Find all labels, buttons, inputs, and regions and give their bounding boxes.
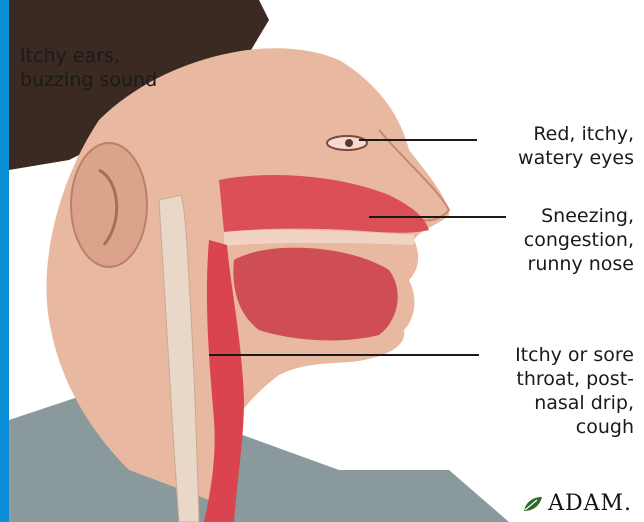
nose-annotation: Sneezing, congestion, runny nose [524, 204, 634, 276]
ears-annotation: Itchy ears, buzzing sound [20, 44, 157, 92]
ear [71, 143, 147, 267]
brand-text: ADAM. [548, 491, 632, 516]
eyes-annotation: Red, itchy, watery eyes [518, 122, 634, 170]
illustration-panel: Itchy ears, buzzing sound Red, itchy, wa… [9, 0, 644, 522]
throat-annotation: Itchy or sore throat, post- nasal drip, … [515, 343, 634, 439]
leaf-icon [522, 495, 544, 513]
adam-logo: ADAM. [522, 491, 632, 516]
